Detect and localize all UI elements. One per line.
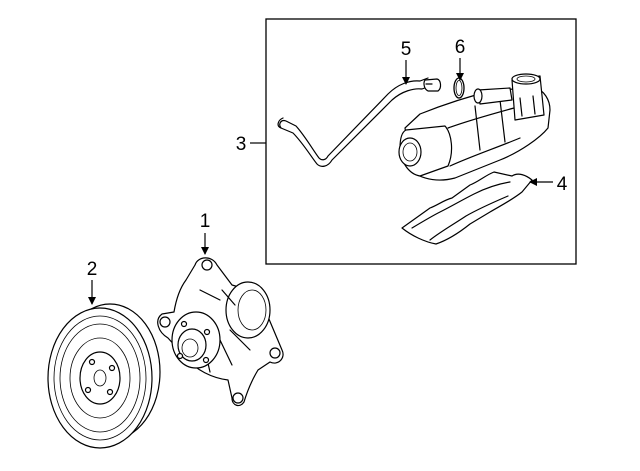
callout-4: 4: [557, 174, 568, 195]
callout-3: 3: [236, 134, 247, 155]
water-pump-icon: [157, 257, 284, 407]
o-ring-icon: [453, 77, 465, 99]
oil-cooler-assembly-icon: [398, 73, 551, 181]
gasket-icon: [401, 171, 533, 245]
callout-5: 5: [401, 39, 412, 60]
inset-box: [265, 18, 577, 265]
pulley-icon: [47, 303, 161, 449]
callout-2: 2: [87, 259, 98, 280]
callout-6: 6: [455, 37, 466, 58]
hose-icon: [277, 77, 442, 167]
callout-1: 1: [200, 211, 211, 232]
